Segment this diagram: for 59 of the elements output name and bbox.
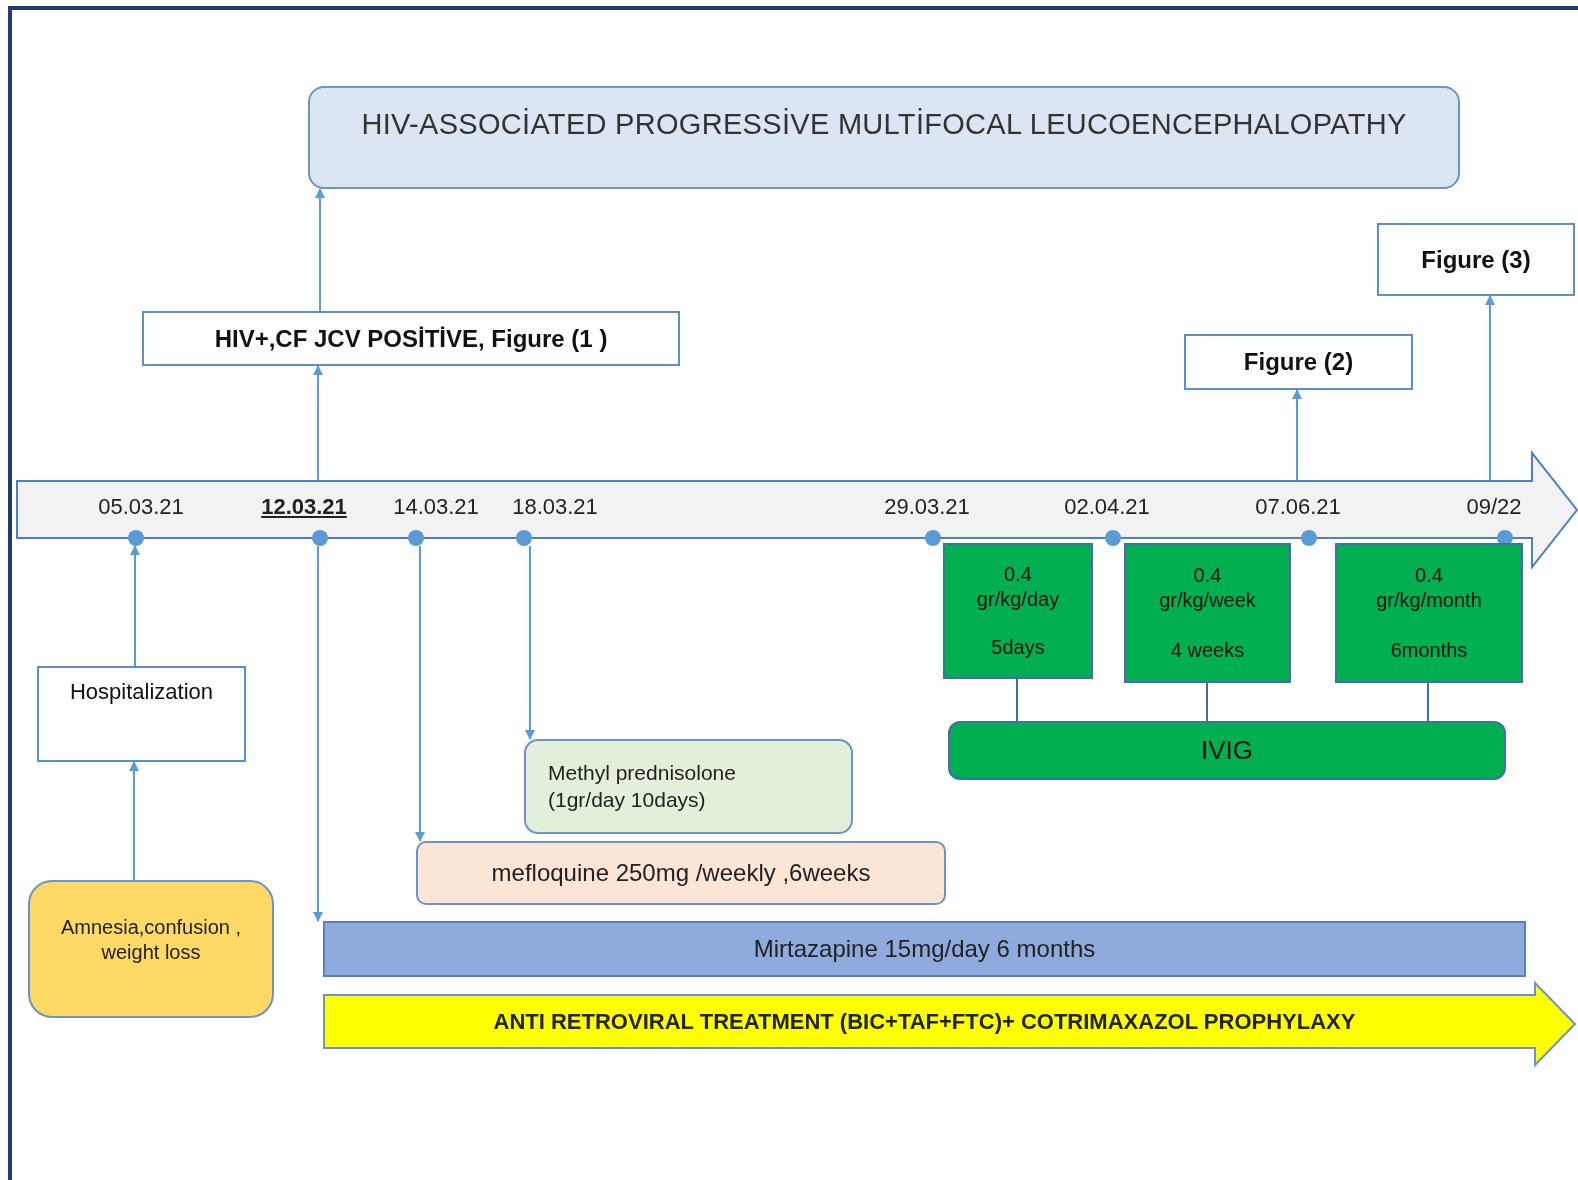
node-text: 0.4 gr/kg/month bbox=[1375, 563, 1483, 614]
arrow bbox=[313, 545, 323, 922]
date-label: 18.03.21 bbox=[512, 494, 598, 520]
arrow bbox=[415, 545, 425, 842]
node-text: HIV+,CF JCV POSİTİVE, Figure (1 ) bbox=[214, 323, 608, 354]
node-text: mefloquine 250mg /weekly ,6weeks bbox=[491, 858, 871, 888]
dose-box bbox=[943, 543, 1093, 679]
node-text: 0.4 gr/kg/day bbox=[975, 562, 1061, 613]
arrow bbox=[525, 545, 535, 740]
treatment-box bbox=[416, 841, 946, 905]
node-text: 0.4 gr/kg/week bbox=[1158, 563, 1257, 614]
date-label: 12.03.21 bbox=[261, 494, 347, 520]
node-text: Methyl prednisolone (1gr/day 10days) bbox=[548, 760, 737, 813]
node-text: IVIG bbox=[1201, 734, 1253, 767]
date-label: 05.03.21 bbox=[98, 494, 184, 520]
arrow bbox=[129, 761, 139, 881]
event-box bbox=[37, 666, 246, 762]
figure-box bbox=[1184, 334, 1413, 390]
node-text: Amnesia,confusion , weight loss bbox=[59, 915, 243, 965]
finding-box bbox=[142, 311, 680, 366]
date-label: 02.04.21 bbox=[1064, 494, 1150, 520]
date-label: 09/22 bbox=[1466, 494, 1522, 520]
treatment-bar bbox=[323, 921, 1526, 977]
figure-box bbox=[1377, 223, 1575, 296]
node-text: Figure (2) bbox=[1243, 347, 1354, 377]
ivig-bar bbox=[948, 721, 1506, 780]
node-text: 4 weeks bbox=[1170, 637, 1245, 663]
node-text: 6months bbox=[1390, 637, 1468, 663]
node-text: Mirtazapine 15mg/day 6 months bbox=[753, 934, 1096, 964]
timeline-dot bbox=[312, 530, 328, 546]
timeline-arrow bbox=[16, 452, 1578, 568]
arrow bbox=[315, 188, 325, 312]
title-box bbox=[308, 86, 1460, 189]
treatment-banner bbox=[323, 982, 1576, 1066]
node-text: Figure (3) bbox=[1421, 244, 1531, 275]
arrow bbox=[1292, 389, 1302, 482]
timeline-dot bbox=[516, 530, 532, 546]
timeline-dot bbox=[925, 530, 941, 546]
timeline-dot bbox=[1301, 530, 1317, 546]
arrow bbox=[130, 545, 140, 667]
timeline-dot bbox=[128, 530, 144, 546]
dose-box bbox=[1335, 543, 1523, 683]
date-label: 07.06.21 bbox=[1255, 494, 1341, 520]
arrow bbox=[1485, 295, 1495, 482]
date-label: 29.03.21 bbox=[884, 494, 970, 520]
connector-line bbox=[1427, 682, 1429, 722]
treatment-box bbox=[524, 739, 853, 834]
symptom-box bbox=[28, 880, 274, 1018]
connector-line bbox=[1206, 682, 1208, 722]
date-label: 14.03.21 bbox=[393, 494, 479, 520]
node-text: 5days bbox=[991, 634, 1045, 660]
node-text: HIV-ASSOCİATED PROGRESSİVE MULTİFOCAL LEUCOENCEPHALOPATHY bbox=[361, 107, 1407, 142]
node-text: Hospitalization bbox=[69, 678, 214, 706]
node-text: ANTI RETROVIRAL TREATMENT (BIC+TAF+FTC)+ COTRIMAXAZOL PROPHYLAXY bbox=[492, 1009, 1357, 1035]
timeline-dot bbox=[408, 530, 424, 546]
dose-box bbox=[1124, 543, 1291, 683]
connector-line bbox=[1016, 678, 1018, 722]
timeline-dot bbox=[1105, 530, 1121, 546]
arrow bbox=[313, 365, 323, 482]
